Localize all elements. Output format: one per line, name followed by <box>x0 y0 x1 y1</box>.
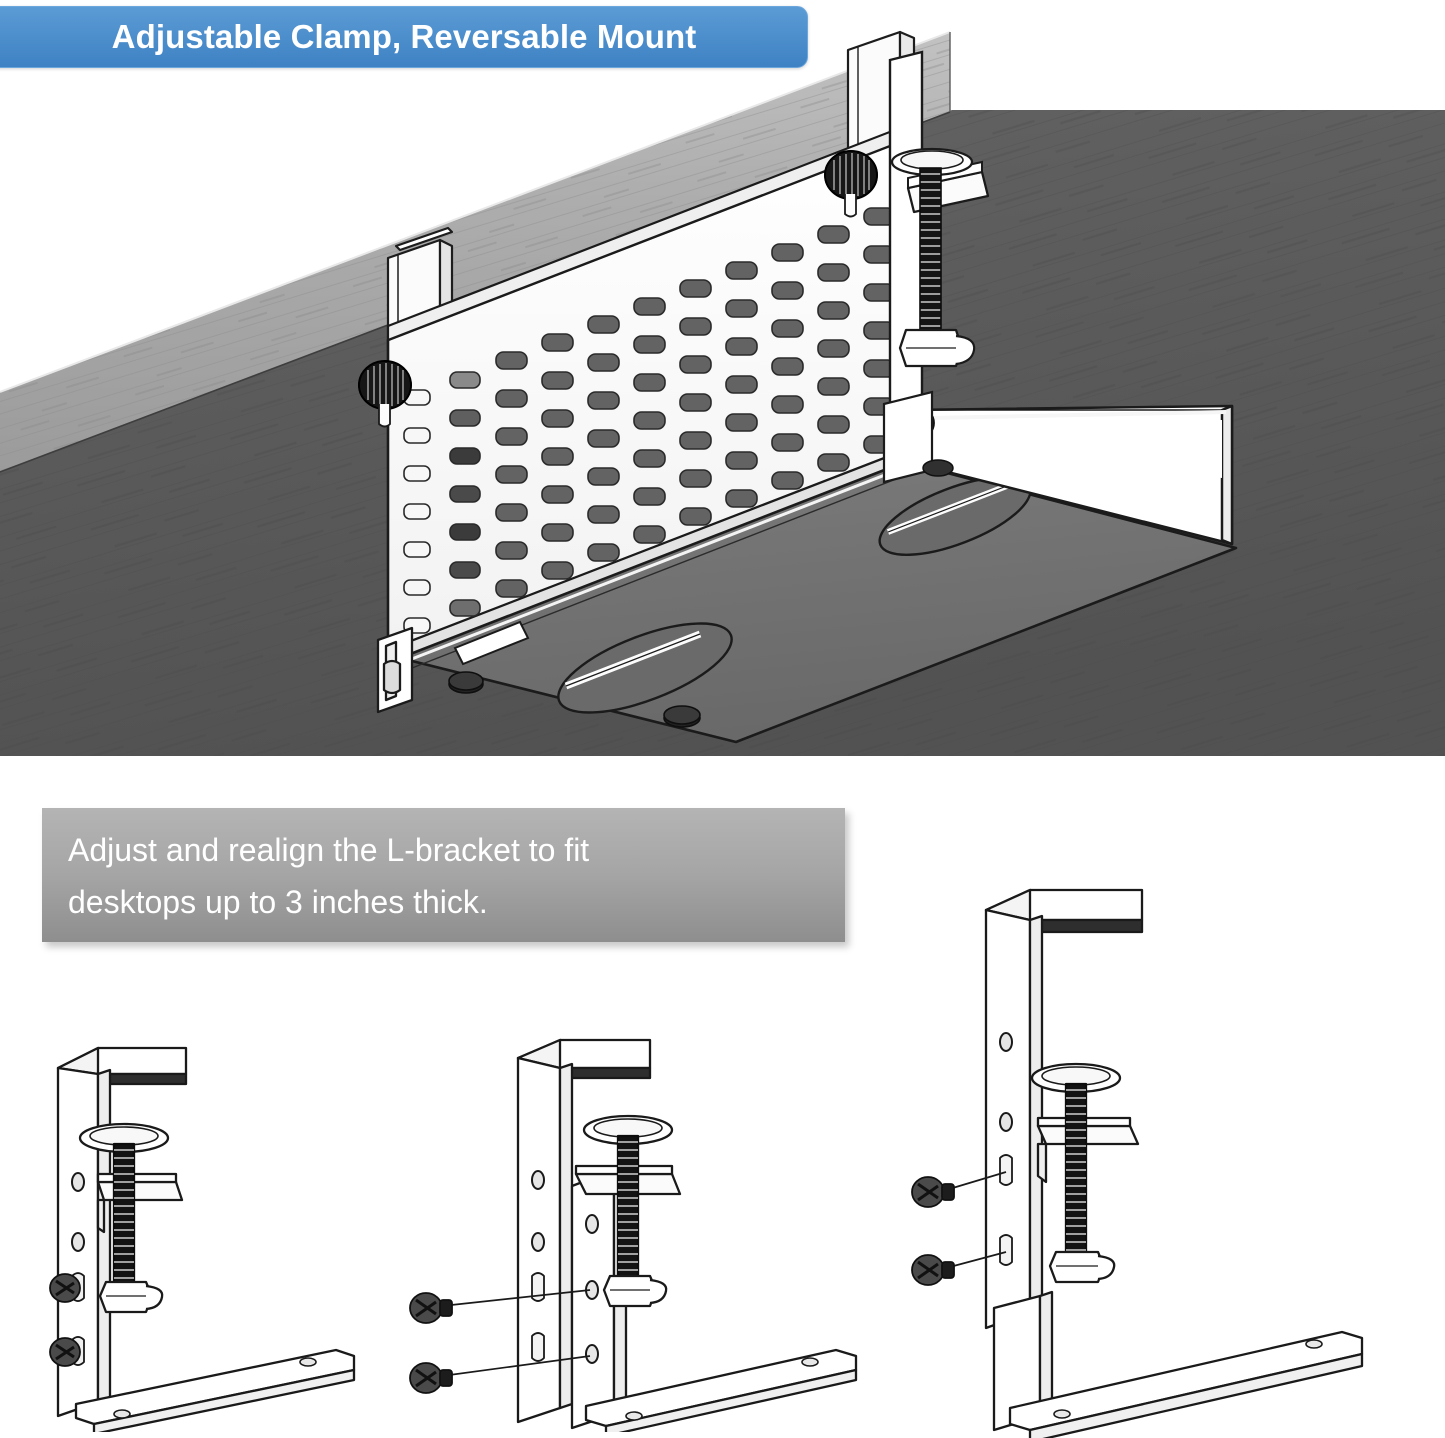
phillips-screw-detached <box>409 1292 453 1324</box>
top-banner: Adjustable Clamp, Reversable Mount <box>0 6 808 68</box>
bracket-foot-left <box>376 626 414 714</box>
phillips-screw-mounted <box>49 1273 81 1303</box>
tray-base-plate <box>398 454 1238 744</box>
phillips-screw-detached <box>409 1362 453 1394</box>
phillips-screw-mounted <box>49 1337 81 1367</box>
assembly-leader-line <box>945 1171 1007 1269</box>
top-banner-label: Adjustable Clamp, Reversable Mount <box>111 18 697 55</box>
clamp-figure-thick <box>911 888 1364 1438</box>
rubber-foot <box>663 705 701 728</box>
instruction-line-2: desktops up to 3 inches thick. <box>68 884 488 920</box>
desk-scene-illustration <box>0 30 1445 756</box>
cable-cutout-front <box>557 622 733 714</box>
tray-rear-wall <box>906 404 1234 546</box>
top-product-image-panel: Adjustable Clamp, Reversable Mount <box>0 6 1445 756</box>
clamp-screw-shaft <box>919 167 942 334</box>
ventilation-slot-grid <box>403 207 896 634</box>
bottom-instruction-panel: Adjust and realign the L-bracket to fit … <box>0 756 1445 1438</box>
panel-bottom-connector <box>453 620 530 666</box>
thumb-knob-right <box>824 150 878 218</box>
clamp-figure-thin <box>49 1046 356 1432</box>
clamp-figure-medium <box>409 1038 858 1432</box>
cable-cutout-back <box>878 476 1032 556</box>
phillips-screw-detached <box>911 1176 955 1208</box>
clamp-wing-nut <box>898 328 976 368</box>
thumb-knob-left <box>358 360 412 428</box>
phillips-screw-detached <box>911 1254 955 1286</box>
assembly-leader-line <box>441 1289 591 1377</box>
c-clamp-assembly-right <box>882 50 990 484</box>
instruction-banner: Adjust and realign the L-bracket to fit … <box>42 808 845 942</box>
rubber-foot <box>448 671 484 694</box>
instruction-line-1: Adjust and realign the L-bracket to fit <box>68 832 590 868</box>
